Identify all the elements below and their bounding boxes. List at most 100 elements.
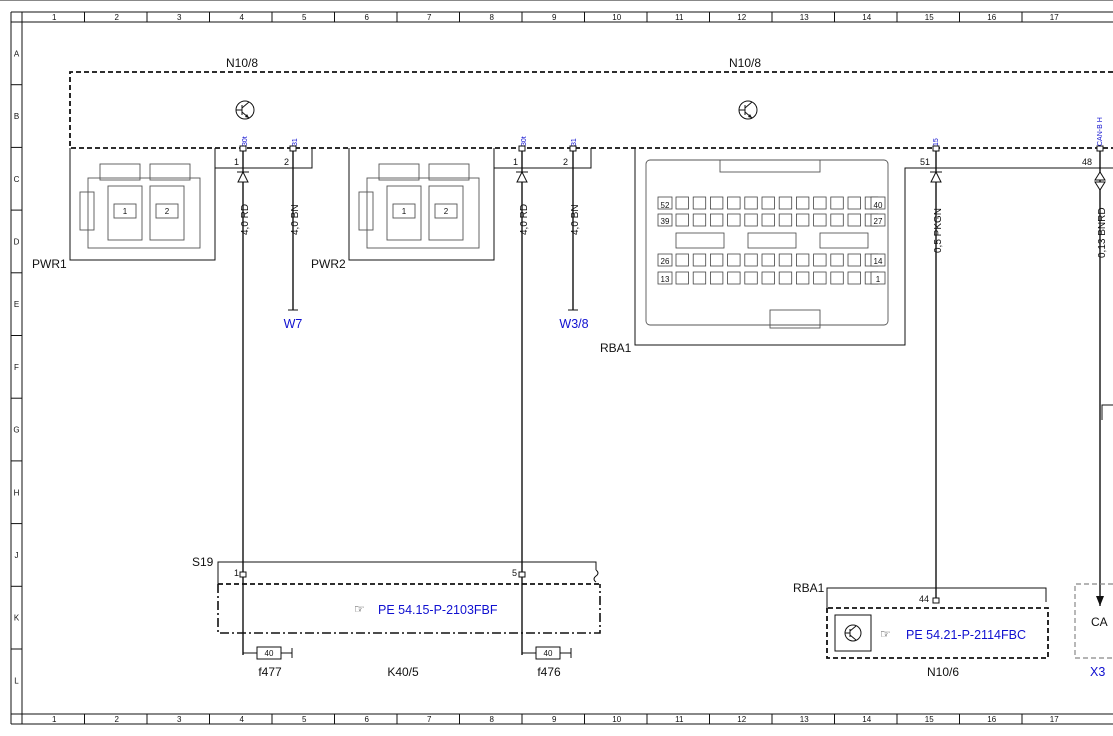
grid-column-label: 12 [737,715,746,724]
rba1-pin-cell [675,271,689,285]
pwr1-inner-pin-label: 1 [123,207,128,216]
rba1-slot [675,232,725,249]
grid-column-label: 2 [115,13,120,22]
grid-column-label: 17 [1050,715,1059,724]
rba1-end-cell [657,253,673,267]
ground-label-w7: W7 [284,317,303,331]
module-label-n10-8-right: N10/8 [729,56,761,70]
terminal-label-31: 31 [292,138,299,146]
rba1-pin-cell [727,271,741,285]
can-box-label: CA [1091,615,1108,629]
transistor-icon [235,100,255,120]
pin-number: 2 [563,157,568,167]
rba1-slot [747,232,797,249]
rba1-slot [819,232,869,249]
double-arrow-icon [1094,171,1106,191]
reference-link[interactable]: PE 54.15-P-2103FBF [378,603,498,617]
rba1-pin-number: 39 [661,217,670,226]
rba1-pin-cell [675,253,689,267]
rba1-pin-cell [847,253,861,267]
rba1-pin-cell [778,213,793,227]
rba1-pin-cell [692,253,707,267]
grid-column-label: 15 [925,715,934,724]
rba1-pin-cell [830,271,844,285]
grid-column-label: 16 [987,13,996,22]
rba1-pin-cell [813,213,827,227]
grid-row-label: E [14,300,19,309]
pin-number: 1 [234,157,239,167]
grid-column-label: 15 [925,13,934,22]
fuse-f476: 40 [522,646,572,660]
grid-column-label: 17 [1050,13,1059,22]
rba1-end-cell [870,253,886,267]
terminal-label-30t: 30t [242,136,249,146]
transistor-icon [738,100,758,120]
rba1-pin-cell [830,213,844,227]
rba1-pin-cell [847,271,861,285]
terminal-label-15: 15 [933,138,940,146]
n10-8-module-boundary [69,71,1113,149]
grid-column-label: 13 [800,13,809,22]
rba1-pin-cell [830,196,844,210]
rba1-pin-cell [847,196,861,210]
grid-column-label: 8 [490,715,495,724]
grid-row-label: C [14,175,20,184]
rba1-pin-grid [657,196,886,285]
pwr1-connector: 1 2 [69,148,313,261]
rba1-end-cell [870,271,886,285]
n10-6-module-block [826,587,1049,659]
wire-label: 4,0 BN [290,204,301,235]
grid-row-label: K [14,614,20,623]
rba1-pin-cell [796,196,810,210]
connector-label-pwr2: PWR2 [311,257,346,271]
rba1-connector: 52 40 39 27 26 14 13 1 [634,148,1113,346]
pwr1-inner-pin-label: 2 [165,207,170,216]
rba1-pin-cell [692,196,707,210]
pin-number: 1 [234,568,239,578]
rba1-pin-number: 52 [661,201,670,210]
fuse-rating: 40 [544,649,553,658]
grid-column-label: 9 [552,13,557,22]
rba1-pin-cell [761,271,775,285]
grid-column-label: 16 [987,715,996,724]
ground-label-w3-8: W3/8 [559,317,588,331]
rba1-pin-cell [727,213,741,227]
rba1-pin-cell [727,196,741,210]
rba1-pin-cell [761,253,775,267]
module-label-n10-6: N10/6 [927,665,959,679]
grid-column-label: 1 [52,13,57,22]
rba1-end-cell [657,213,673,227]
rba1-end-cell [870,213,886,227]
rba1-pin-number: 14 [874,257,883,266]
wire-label: 0,5 PKGN [933,208,944,253]
reference-link[interactable]: PE 54.21-P-2114FBC [906,628,1026,642]
grid-column-label: 14 [862,715,871,724]
rba1-pin-cell [847,213,861,227]
arrow-icon [930,170,942,183]
wire-label: 0,13 BNRD [1097,207,1108,258]
grid-column-label: 7 [427,13,432,22]
pin-number: 48 [1082,157,1092,167]
rba1-pin-cell [710,196,724,210]
fuse-label-f476: f476 [537,665,561,679]
rba1-pin-cell [813,271,827,285]
rba1-pin-number: 40 [874,201,883,210]
rba1-pin-cell [744,213,758,227]
transistor-icon [844,624,862,642]
grid-column-label: 3 [177,13,182,22]
connector-label-rba1: RBA1 [793,581,825,595]
arrow-icon [516,170,528,183]
rba1-pin-cell [710,213,724,227]
fuse-rating: 40 [265,649,274,658]
module-label-k40-5: K40/5 [387,665,419,679]
pwr2-connector: 1 2 [348,148,592,261]
grid-row-label: J [15,551,19,560]
module-label-n10-8-left: N10/8 [226,56,258,70]
connector-link-x3[interactable]: X3 [1090,665,1105,679]
rba1-pin-number: 1 [876,275,881,284]
pin-number: 44 [919,594,929,604]
